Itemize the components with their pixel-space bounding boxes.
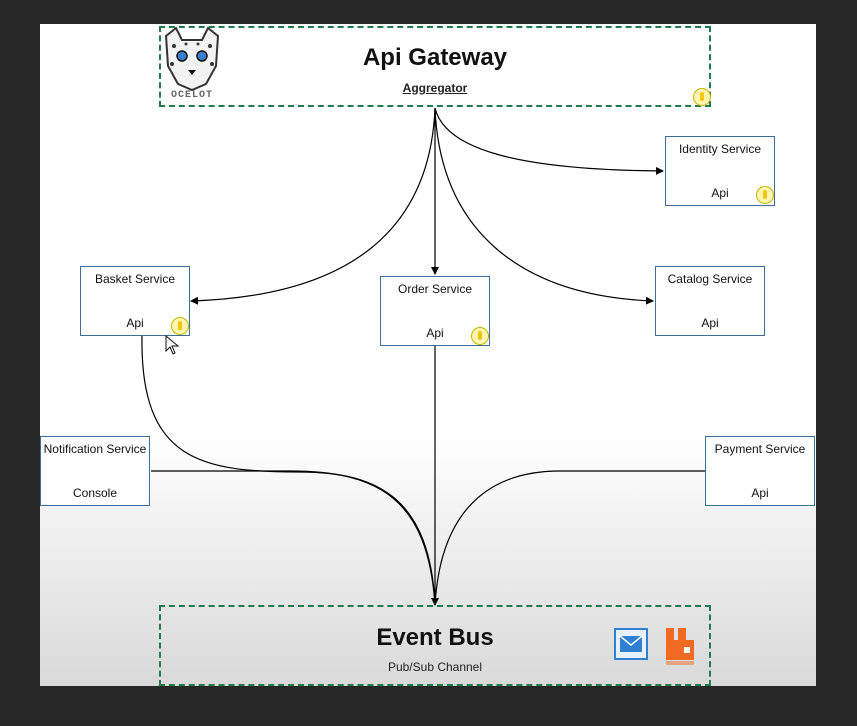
catalog-service-name: Catalog Service <box>667 272 753 286</box>
order-service-kind: Api <box>426 326 444 340</box>
identity-service-kind: Api <box>711 186 729 200</box>
identity-service-name: Identity Service <box>678 142 762 156</box>
rabbitmq-logo <box>666 628 694 665</box>
payment-service-node[interactable]: Payment Service Api <box>705 436 815 506</box>
edge-gateway-catalog <box>434 107 654 305</box>
order-service-node[interactable]: Order Service Api <box>380 276 490 346</box>
identity-service-node[interactable]: Identity Service Api <box>665 136 775 206</box>
event-bus-subtitle: Pub/Sub Channel <box>387 660 483 674</box>
notification-service-name: Notification Service <box>43 442 147 456</box>
ocelot-logo-text: OCELOT <box>170 90 213 101</box>
api-gateway-title: Api Gateway <box>362 44 508 71</box>
notification-service-kind: Console <box>72 486 118 500</box>
catalog-service-node[interactable]: Catalog Service Api <box>655 266 765 336</box>
payment-service-kind: Api <box>751 486 769 500</box>
edge-basket-bus <box>141 335 436 606</box>
mouse-cursor <box>165 335 180 355</box>
basket-service-kind: Api <box>126 316 144 330</box>
payment-service-name: Payment Service <box>714 442 806 456</box>
key-icon <box>693 88 711 106</box>
key-icon <box>756 186 774 204</box>
diagram-canvas <box>40 24 816 686</box>
edge-gateway-basket <box>190 107 436 305</box>
basket-service-name: Basket Service <box>94 272 176 286</box>
catalog-service-kind: Api <box>701 316 719 330</box>
basket-service-node[interactable]: Basket Service Api <box>80 266 190 336</box>
api-gateway-subtitle: Aggregator <box>402 81 468 95</box>
edge-payment-bus <box>434 470 705 606</box>
edge-gateway-identity <box>434 107 664 175</box>
notification-service-node[interactable]: Notification Service Console <box>40 436 150 506</box>
edge-notification-bus <box>151 470 436 606</box>
event-bus-title: Event Bus <box>376 624 494 651</box>
api-gateway-group[interactable]: Api Gateway Aggregator <box>159 26 711 107</box>
ocelot-logo <box>164 26 220 92</box>
key-icon <box>471 327 489 345</box>
mail-icon <box>614 628 648 660</box>
event-bus-group[interactable]: Event Bus Pub/Sub Channel <box>159 605 711 686</box>
key-icon <box>171 317 189 335</box>
order-service-name: Order Service <box>397 282 473 296</box>
